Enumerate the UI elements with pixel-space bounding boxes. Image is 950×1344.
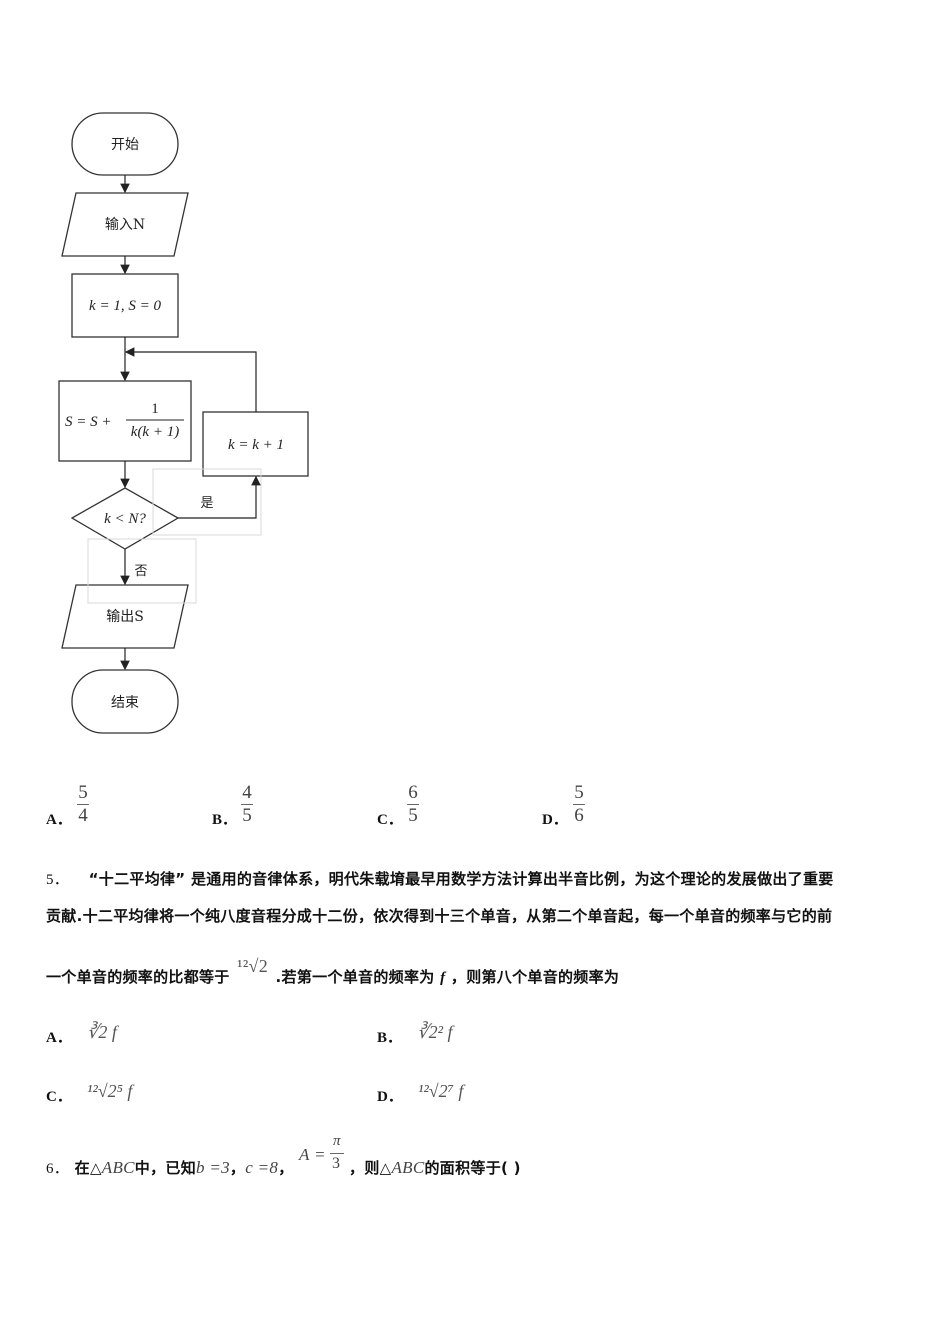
input-label: 输入N bbox=[105, 217, 145, 233]
flowchart: 开始 输入N k = 1, S = 0 S = S + 1 k(k + 1) k… bbox=[58, 112, 309, 734]
q6-triangle-abc: ABC bbox=[101, 1158, 135, 1177]
update-s-label: S = S + 1 k(k + 1) bbox=[65, 401, 184, 440]
arrow-yes-branch bbox=[178, 475, 261, 519]
q5-number: 5． bbox=[46, 872, 70, 888]
start-label: 开始 bbox=[111, 137, 139, 153]
arrow-loop-back bbox=[124, 347, 257, 412]
q4-option-d-label: D． bbox=[542, 812, 568, 828]
yes-label: 是 bbox=[200, 496, 213, 511]
no-label: 否 bbox=[134, 564, 147, 579]
q6-number: 6． bbox=[46, 1161, 70, 1177]
end-label: 结束 bbox=[111, 695, 139, 711]
init-label: k = 1, S = 0 bbox=[89, 298, 161, 314]
q5-option-d: D． ¹²√2⁷ f bbox=[377, 1081, 464, 1105]
input-parallelogram bbox=[61, 192, 189, 257]
svg-text:1: 1 bbox=[151, 401, 159, 417]
q6-c-value: c =8 bbox=[245, 1158, 279, 1177]
q5-root-expression: ¹²√2 bbox=[237, 956, 269, 976]
q4-option-b-label: B． bbox=[212, 812, 238, 828]
svg-text:S = S +: S = S + bbox=[65, 414, 112, 430]
q5-line-1: 5． “十二平均律” 是通用的音律体系，明代朱载堉最早用数学方法计算出半音比例，… bbox=[46, 870, 834, 888]
output-parallelogram bbox=[61, 584, 189, 649]
svg-text:k(k + 1): k(k + 1) bbox=[131, 424, 179, 440]
q5-option-c: C． ¹²√2⁵ f bbox=[46, 1081, 133, 1105]
q6-b-value: b =3 bbox=[196, 1158, 230, 1177]
q5-option-a: A． ∛2 f bbox=[46, 1022, 117, 1046]
decision-label: k < N? bbox=[104, 511, 146, 527]
q4-option-c-label: C． bbox=[377, 812, 403, 828]
q6-angle-a: A = π 3 bbox=[299, 1133, 349, 1179]
q4-option-a-label: A． bbox=[46, 812, 72, 828]
increment-label: k = k + 1 bbox=[228, 437, 284, 453]
q5-option-b: B． ∛2² f bbox=[377, 1022, 453, 1046]
q5-line-3: 一个单音的频率的比都等于 ¹²√2 .若第一个单音的频率为 f ，则第八个单音的… bbox=[46, 956, 620, 986]
question-6: 6． 在△ABC中，已知b =3，c =8， A = π 3 ，则△ABC的面积… bbox=[46, 1132, 521, 1179]
output-label: 输出S bbox=[106, 609, 144, 625]
q5-f-symbol: f bbox=[440, 970, 446, 986]
q5-line-2: 贡献.十二平均律将一个纯八度音程分成十二份，依次得到十三个单音，从第二个单音起，… bbox=[46, 907, 833, 925]
